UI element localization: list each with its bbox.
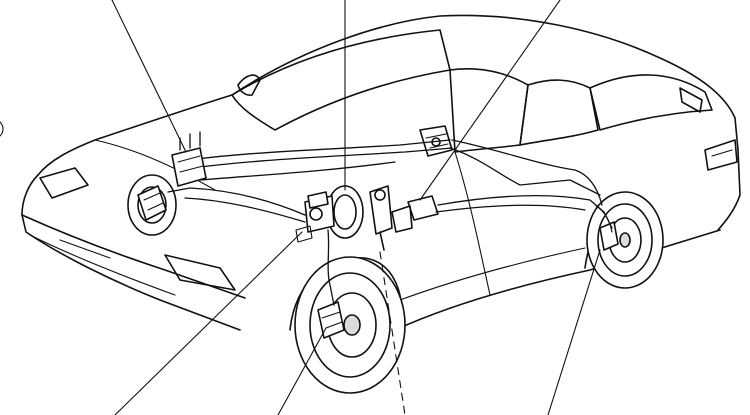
side-mirror [237, 74, 261, 96]
windshield [231, 29, 451, 131]
brake-booster-assembly [295, 185, 364, 243]
fluid-reservoir [307, 191, 329, 209]
rear-line-2 [177, 147, 453, 171]
front-right-wheel [294, 256, 406, 394]
proportioning-valve [391, 195, 439, 233]
front-left-wheel [127, 174, 177, 236]
pedal-bracket [369, 185, 393, 235]
leader-master-cylinder-port [114, 231, 303, 415]
junction-risers [179, 131, 201, 151]
rear-light [679, 87, 703, 113]
leader-proportioning-valve [419, 0, 561, 201]
rear-hose [595, 205, 613, 233]
rear-window [589, 74, 713, 131]
headlight-right [164, 254, 236, 291]
brake-pedal-bracket [369, 185, 393, 251]
reservoir-cap [309, 207, 323, 221]
front-caliper-detail [321, 311, 343, 329]
mc-to-front-right [327, 229, 335, 306]
leader-front-caliper [277, 327, 327, 415]
front-nose [21, 174, 241, 331]
pedal-pivot [374, 189, 386, 201]
front-hub [343, 314, 361, 336]
roof-outline [231, 14, 739, 151]
front-bumper [21, 214, 246, 299]
mc-to-front-left-1 [167, 187, 306, 216]
front-caliper [317, 301, 345, 339]
rear-line-1 [174, 139, 451, 163]
valve-to-rear-right-1 [437, 195, 613, 229]
side-window-rear [519, 79, 599, 146]
front-junction-block [171, 147, 207, 187]
leader-pedal-dashed [379, 251, 406, 415]
rear-caliper [599, 221, 619, 251]
hood-edge [94, 139, 216, 191]
leader-lines [111, 0, 601, 415]
booster-face [333, 194, 357, 230]
side-sill [394, 229, 721, 331]
rear-crossover [451, 139, 603, 206]
junction-detail [177, 155, 204, 173]
leader-rear-right-brake [547, 249, 601, 415]
master-cylinder-port [295, 225, 313, 243]
valve-to-rear-right-2 [435, 204, 586, 213]
rear-bumper [704, 139, 738, 171]
pedal-arm [379, 231, 385, 251]
door-line [454, 151, 491, 296]
rear-hub [619, 232, 631, 248]
rl-brake-detail [425, 133, 449, 149]
brake-lines [167, 131, 613, 306]
valve-mount [391, 205, 413, 233]
hood-outline [37, 94, 233, 176]
leader-front-left-junction [111, 0, 187, 153]
fl-rotor-inner [137, 186, 167, 224]
fl-caliper-detail [143, 192, 164, 211]
bumper-line [29, 234, 176, 296]
grille-slot [59, 239, 111, 259]
side-character-line [399, 247, 586, 301]
headlight-left [39, 167, 89, 199]
rear-rim [597, 203, 653, 277]
edge-mark [0, 121, 4, 137]
front-rim [309, 272, 391, 378]
mc-to-front-left-2 [184, 197, 306, 223]
valve-to-rear-left [449, 147, 601, 196]
valve-body [407, 195, 439, 221]
fl-caliper [137, 185, 167, 221]
rear-quarter [717, 149, 741, 231]
rear-line-3 [199, 161, 396, 181]
rear-bumper-detail [711, 149, 733, 157]
side-window-front [449, 67, 529, 153]
